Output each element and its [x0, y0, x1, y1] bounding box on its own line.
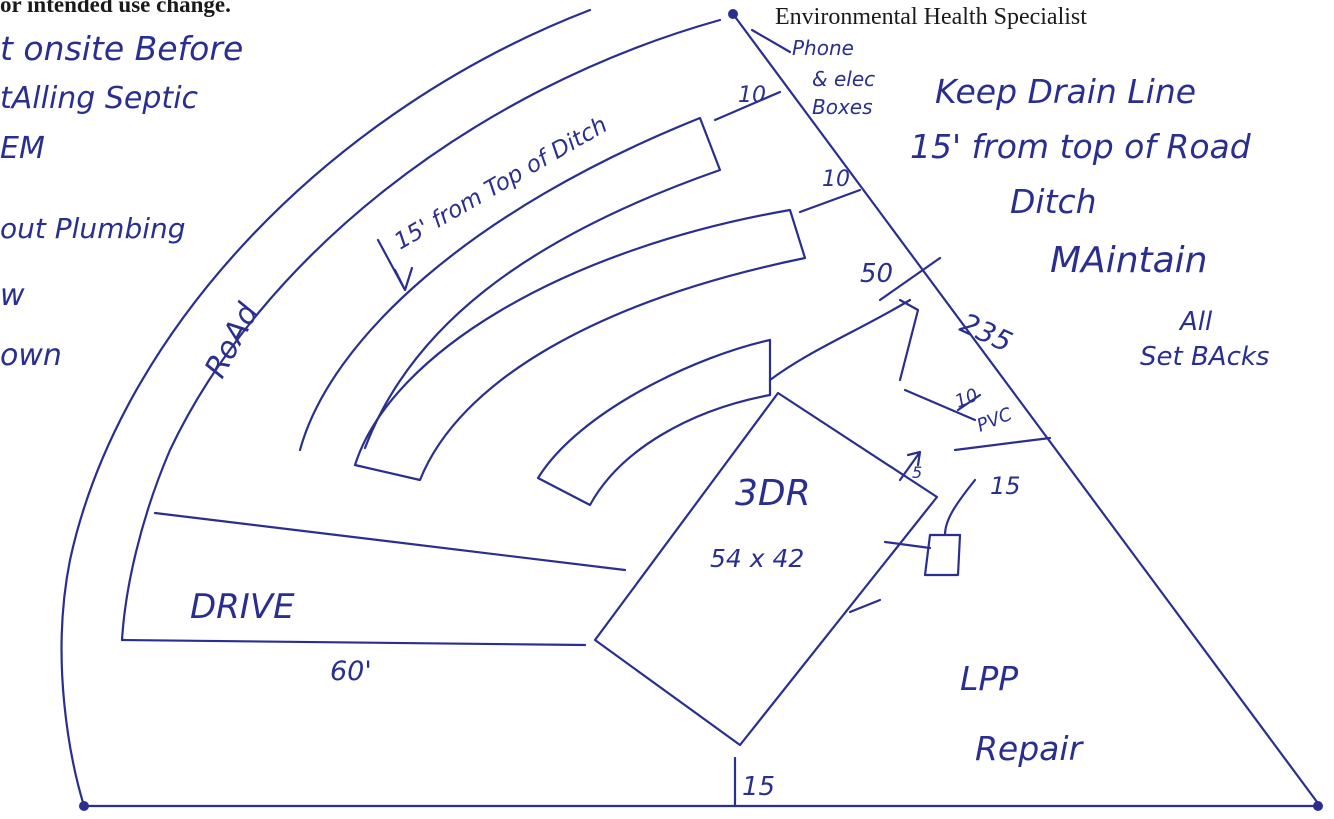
ditch-setback-arrow: [376, 238, 414, 292]
house-outline: [593, 391, 939, 747]
note-right-5: All: [1178, 307, 1213, 337]
drain-line-50-setback: [878, 256, 942, 302]
label-drive-length: 60': [330, 656, 372, 687]
label-repair: Repair: [975, 729, 1085, 768]
drive-lower-edge: [120, 638, 587, 647]
note-left-3: EM: [0, 131, 45, 166]
note-left-2: tAlling Septic: [0, 81, 199, 116]
note-phone-1: Phone: [792, 36, 854, 60]
label-house-bedrooms: 3DR: [735, 473, 811, 514]
septic-tank: [923, 533, 962, 577]
label-pvc: PVC: [974, 404, 1015, 437]
note-right-4: MAintain: [1050, 240, 1208, 281]
corner-marker-top: [728, 9, 738, 19]
dimension-tick-house-side: [848, 598, 882, 614]
label-repair-lpp: LPP: [960, 659, 1018, 698]
note-right-3: Ditch: [1010, 182, 1097, 221]
label-house-size: 54 x 42: [710, 544, 804, 573]
note-left-6: own: [0, 338, 62, 373]
road-inner-arc: [120, 18, 722, 642]
corner-marker-bottom-right: [1313, 801, 1323, 811]
phone-box-pointer: [750, 28, 792, 54]
tank-pipe: [943, 478, 977, 537]
note-phone-3: Boxes: [812, 95, 873, 119]
label-road: RoAd: [198, 297, 266, 384]
note-left-1: t onsite Before: [0, 29, 243, 68]
note-right-6: Set BAcks: [1140, 342, 1269, 372]
note-right-2: 15' from top of Road: [910, 127, 1252, 166]
dimension-50: 50: [860, 259, 893, 289]
pvc-marker: [956, 393, 982, 412]
drain-trench-3: [536, 338, 772, 507]
printed-text-top-right: Environmental Health Specialist: [775, 4, 1087, 30]
dimension-10-pvc: 10: [952, 385, 981, 413]
drain-trench-1: [298, 116, 722, 452]
note-right-1: Keep Drain Line: [935, 72, 1196, 111]
label-ditch-setback: 15' from Top of Ditch: [390, 112, 612, 255]
dimension-15-bottom: 15: [742, 772, 775, 802]
dimension-10-mid: 10: [822, 167, 850, 192]
setback-line-mid: [798, 188, 862, 214]
setback-line-top: [713, 90, 782, 122]
drain-line: [768, 298, 912, 382]
tank-connector: [883, 540, 932, 550]
note-left-4: out Plumbing: [0, 212, 186, 245]
label-drive: DRIVE: [190, 587, 295, 627]
dimension-15-right: 15: [990, 472, 1021, 500]
note-left-5: w: [0, 278, 25, 313]
dimension-10-top: 10: [738, 83, 766, 108]
boundary-right-side: [731, 12, 1322, 808]
drive-upper-edge: [153, 511, 627, 572]
road-outer-arc: [60, 8, 592, 808]
printed-text-top-left: or intended use change.: [0, 0, 231, 17]
drain-trench-2: [353, 208, 807, 482]
note-phone-2: & elec: [812, 67, 875, 91]
septic-line-pvc: [898, 298, 1052, 452]
label-side-length: 235: [955, 306, 1017, 358]
house-arrow: [898, 450, 922, 482]
dimension-5: 5: [912, 463, 922, 482]
